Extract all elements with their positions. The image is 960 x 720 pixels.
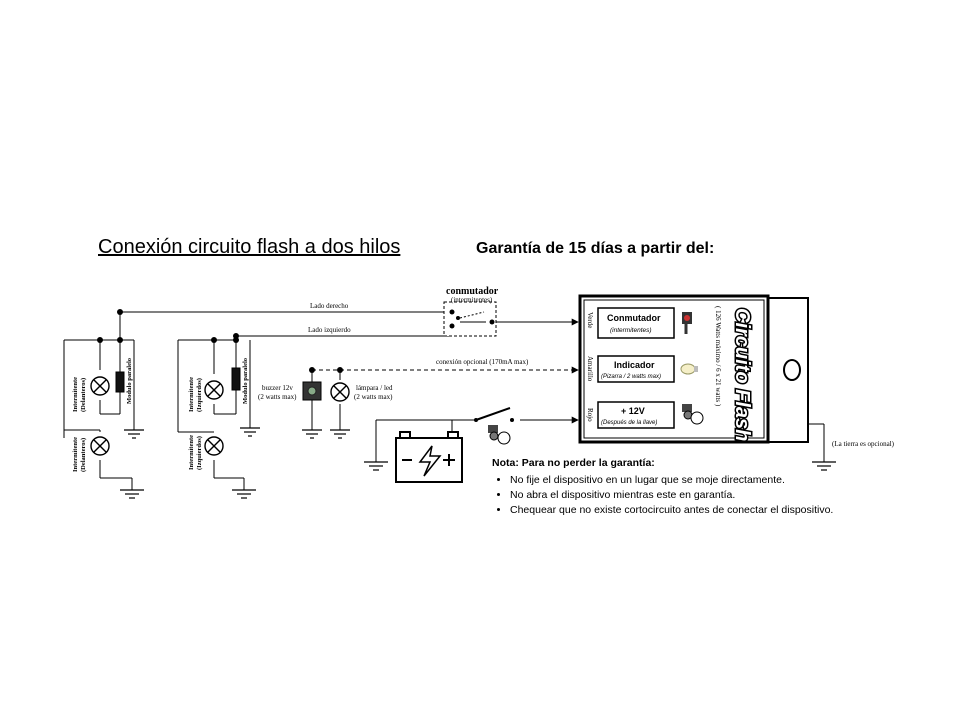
right-upper-lamp-sub: (Izquierdos): [196, 378, 203, 412]
note-item: No fije el dispositivo en un lugar que s…: [510, 473, 833, 488]
parallel-module-right: [231, 367, 241, 391]
lamp-icon: [330, 382, 350, 402]
right-lower-lamp-sub: (Izquierdos): [196, 436, 203, 470]
left-upper-lamp-label: Intermitente: [72, 377, 79, 412]
flash-device: [578, 294, 809, 444]
ground-icon: [302, 429, 322, 439]
key-switch-icon: [682, 404, 704, 425]
optional-connection-label: conexión opcional (170mA max): [436, 358, 529, 366]
right-module-label: Modulo paralelo: [242, 358, 249, 404]
right-upper-lamp-label: Intermitente: [188, 377, 195, 412]
diagram-title: Conexión circuito flash a dos hilos: [98, 236, 401, 258]
wire-color-amarillo: Amarillo: [586, 356, 594, 382]
terminal-box-conmutador: [597, 307, 675, 339]
bulb-icon: [680, 363, 698, 375]
ground-icon: [330, 429, 350, 439]
lamp-label: lámpara / led: [356, 384, 393, 392]
guarantee-heading: Garantía de 15 días a partir del:: [476, 240, 715, 257]
lamp-icon: [90, 376, 110, 396]
ground-icon: [812, 461, 836, 471]
wire-right-label: Lado derecho: [310, 302, 349, 310]
wire-color-verde: Verde: [586, 312, 594, 328]
terminal-box-indicador: [597, 355, 675, 383]
note-list: No fije el dispositivo en un lugar que s…: [492, 473, 833, 518]
wire-left-label: Lado izquierdo: [308, 326, 351, 334]
wire-color-rojo: Rojo: [586, 408, 594, 422]
terminal-conmutador-title: Conmutador: [607, 313, 661, 323]
left-module-label: Modulo paralelo: [126, 358, 133, 404]
left-lower-lamp-label: Intermitente: [72, 437, 79, 472]
note-item: Chequear que no existe cortocircuito ant…: [510, 503, 833, 518]
lamp-rating: (2 watts max): [354, 393, 393, 401]
switch-sublabel: (intermitentes): [451, 296, 493, 304]
lamp-icon: [204, 380, 224, 400]
ground-icon: [364, 461, 388, 471]
ground-symbols: [120, 427, 836, 499]
ground-icon: [232, 489, 256, 499]
device-rating: ( 126 Watts máximo / 6 x 21 watts ): [714, 306, 722, 407]
ground-note: (La tierra es opcional): [832, 440, 895, 448]
lamp-icon: [90, 436, 110, 456]
right-lower-lamp-label: Intermitente: [188, 435, 195, 470]
ground-icon: [240, 427, 260, 437]
buzzer-label: buzzer 12v: [262, 384, 293, 392]
note-heading: Nota: Para no perder la garantía:: [492, 457, 655, 469]
left-upper-lamp-sub: (Delanteros): [80, 378, 87, 412]
terminal-conmutador-sub: (intermitentes): [610, 327, 652, 334]
device-brand: Circuito Flash: [731, 308, 753, 441]
lamp-icon: [204, 436, 224, 456]
buzzer-icon: [302, 381, 322, 401]
terminal-indicador-sub: (Pizarra / 2 watts max): [601, 374, 661, 380]
ground-icon: [120, 489, 144, 499]
switch-label: conmutador: [446, 286, 499, 297]
terminal-box-12v: [597, 401, 675, 429]
terminal-12v-title: + 12V: [621, 406, 645, 416]
terminal-indicador-title: Indicador: [614, 360, 655, 370]
warranty-note: Nota: Para no perder la garantía: No fij…: [492, 456, 833, 518]
terminal-12v-sub: (Después de la llave): [601, 420, 657, 426]
battery-icon: [395, 431, 463, 483]
lamp-symbols: [90, 376, 350, 456]
ignition-switch: [474, 407, 514, 445]
ground-icon: [124, 429, 144, 439]
turn-signal-lever-icon: [682, 312, 692, 334]
left-lower-lamp-sub: (Delanteros): [80, 438, 87, 472]
buzzer-rating: (2 watts max): [258, 393, 297, 401]
parallel-module-left: [115, 371, 125, 393]
turn-signal-switch: [443, 301, 497, 337]
note-item: No abra el dispositivo mientras este en …: [510, 488, 833, 503]
